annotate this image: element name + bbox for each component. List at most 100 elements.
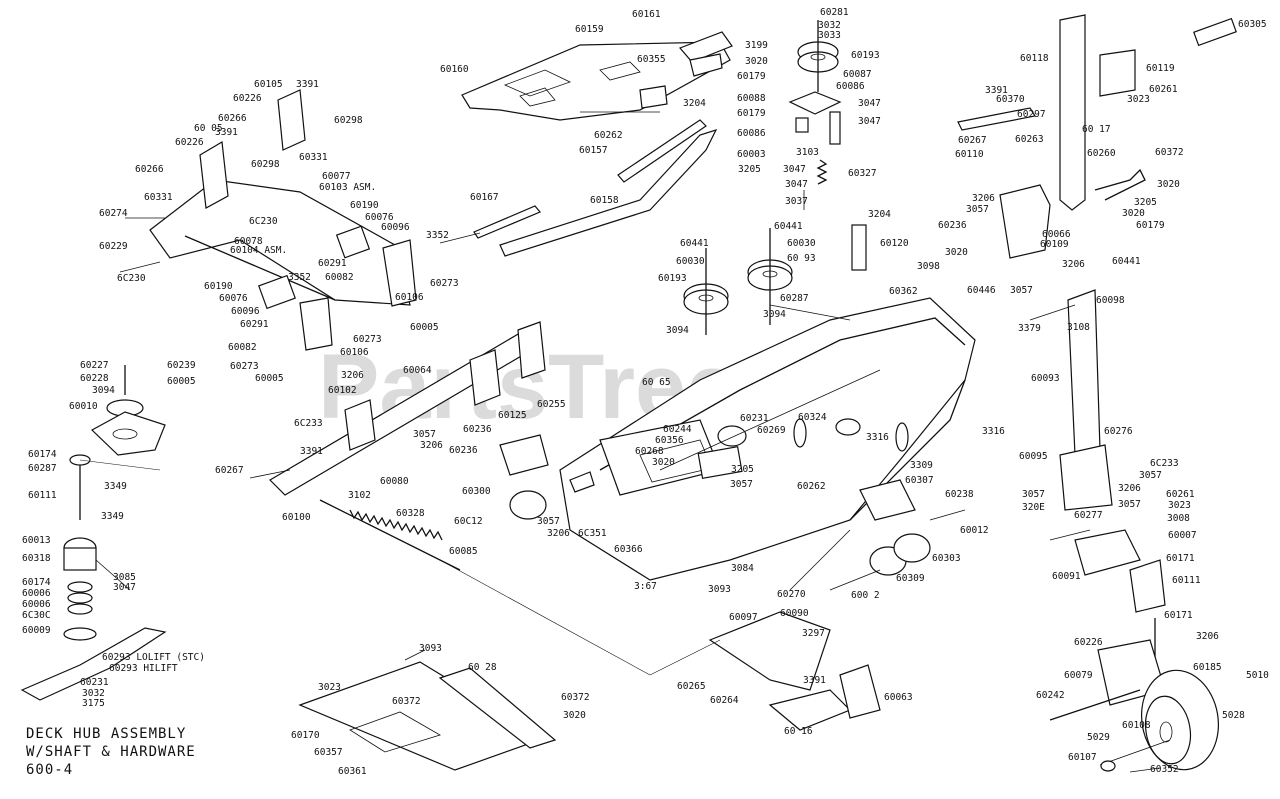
- part-callout-c229: 60170: [291, 730, 320, 741]
- part-callout-c048: 3206: [341, 370, 364, 381]
- part-callout-c161: 60174: [22, 577, 51, 588]
- part-callout-c218: 60265: [677, 681, 706, 692]
- part-callout-c228: 3020: [563, 710, 586, 721]
- part-callout-c205: 60262: [797, 481, 826, 492]
- caption-line1: DECK HUB ASSEMBLY: [26, 726, 186, 742]
- part-callout-c042: 60005: [410, 322, 439, 333]
- part-callout-c094: 60267: [958, 135, 987, 146]
- part-callout-c093: 60 17: [1082, 124, 1111, 135]
- part-callout-c147: 60227: [80, 360, 109, 371]
- part-callout-c204: 3057: [730, 479, 753, 490]
- part-callout-c097: 60260: [1087, 148, 1116, 159]
- part-callout-c143: 60108: [1122, 720, 1151, 731]
- caption-line3: 600-4: [26, 762, 73, 778]
- part-callout-c053: 3032: [818, 20, 841, 31]
- part-callout-c225: 3023: [318, 682, 341, 693]
- skid-plate-assembly: [298, 649, 557, 771]
- part-callout-c160: 3085: [113, 572, 136, 583]
- part-callout-c191: 60366: [614, 544, 643, 555]
- part-callout-c193: 3:67: [634, 581, 657, 592]
- part-callout-c107: 60109: [1040, 239, 1069, 250]
- part-callout-c090: 60370: [996, 94, 1025, 105]
- part-callout-c231: 60361: [338, 766, 367, 777]
- part-callout-c108: 3020: [945, 247, 968, 258]
- part-callout-c145: 60107: [1068, 752, 1097, 763]
- part-callout-c230: 60357: [314, 747, 343, 758]
- part-callout-c063: 60179: [737, 108, 766, 119]
- part-callout-c203: 3205: [731, 464, 754, 475]
- part-callout-c197: 60356: [655, 435, 684, 446]
- part-callout-c098: 60372: [1155, 147, 1184, 158]
- part-callout-c083: 3094: [666, 325, 689, 336]
- part-callout-c173: 3391: [300, 446, 323, 457]
- part-callout-c020: 60266: [135, 164, 164, 175]
- part-callout-c227: 60372: [561, 692, 590, 703]
- part-callout-c216: 60090: [780, 608, 809, 619]
- part-callout-c082: 3094: [763, 309, 786, 320]
- part-callout-c169: 60231: [80, 677, 109, 688]
- part-callout-c066: 3103: [796, 147, 819, 158]
- part-callout-c036: 60082: [325, 272, 354, 283]
- part-callout-c217: 3297: [802, 628, 825, 639]
- caption-line2: W/SHAFT & HARDWARE: [26, 744, 196, 760]
- part-callout-c023: 60331: [144, 192, 173, 203]
- part-callout-c221: 60063: [884, 692, 913, 703]
- part-callout-c050: 60064: [403, 365, 432, 376]
- part-callout-c046: 60106: [340, 347, 369, 358]
- part-callout-c185: 60236: [449, 445, 478, 456]
- part-callout-c091: 3023: [1127, 94, 1150, 105]
- part-callout-c054: 3033: [818, 30, 841, 41]
- part-callout-c018: 60331: [299, 152, 328, 163]
- gauge-wheel-assembly: [1049, 618, 1220, 773]
- part-callout-c010: 60105: [254, 79, 283, 90]
- part-callout-c131: 60007: [1168, 530, 1197, 541]
- part-callout-c120: 60095: [1019, 451, 1048, 462]
- part-callout-c177: 60080: [380, 476, 409, 487]
- part-callout-c151: 3094: [92, 385, 115, 396]
- part-callout-c206: 3309: [910, 460, 933, 471]
- part-callout-c136: 3206: [1196, 631, 1219, 642]
- part-callout-c080: 60193: [658, 273, 687, 284]
- part-callout-c028: 60096: [381, 222, 410, 233]
- part-callout-c055: 3199: [745, 40, 768, 51]
- part-callout-c144: 5029: [1087, 732, 1110, 743]
- part-callout-c092: 60297: [1017, 109, 1046, 120]
- part-callout-c223: 3093: [419, 643, 442, 654]
- part-callout-c186: 60300: [462, 486, 491, 497]
- part-callout-c086: 60118: [1020, 53, 1049, 64]
- part-callout-c076: 60030: [787, 238, 816, 249]
- part-callout-c012: 60226: [233, 93, 262, 104]
- part-callout-c101: 3205: [1134, 197, 1157, 208]
- part-callout-c049: 60005: [255, 373, 284, 384]
- part-callout-c095: 60263: [1015, 134, 1044, 145]
- part-callout-c078: 60030: [676, 256, 705, 267]
- part-callout-c103: 3020: [1122, 208, 1145, 219]
- part-callout-c190: 6C351: [578, 528, 607, 539]
- part-callout-c072: 3037: [785, 196, 808, 207]
- part-callout-c133: 60091: [1052, 571, 1081, 582]
- part-callout-c224: 60 28: [468, 662, 497, 673]
- spindle-pulley-stack: [788, 20, 842, 210]
- part-callout-c073: 60441: [774, 221, 803, 232]
- part-callout-c123: 3206: [1118, 483, 1141, 494]
- part-callout-c124: 3057: [1022, 489, 1045, 500]
- part-callout-c175: 3206: [420, 440, 443, 451]
- part-callout-c156: 60111: [28, 490, 57, 501]
- part-callout-c074: 3204: [868, 209, 891, 220]
- part-callout-c142: 60242: [1036, 690, 1065, 701]
- part-callout-c017: 60226: [175, 137, 204, 148]
- mower-deck-housing: [559, 297, 976, 581]
- part-callout-c162: 3047: [113, 582, 136, 593]
- part-callout-c128: 3023: [1168, 500, 1191, 511]
- part-callout-c016: 3391: [215, 127, 238, 138]
- part-callout-c059: 60179: [737, 71, 766, 82]
- part-callout-c181: 60085: [449, 546, 478, 557]
- part-callout-c111: 3098: [917, 261, 940, 272]
- part-callout-c214: 600 2: [851, 590, 880, 601]
- part-callout-c179: 3102: [348, 490, 371, 501]
- part-callout-c170: 3032: [82, 688, 105, 699]
- part-callout-c013: 60298: [334, 115, 363, 126]
- part-callout-c200: 60269: [757, 425, 786, 436]
- part-callout-c171: 3175: [82, 698, 105, 709]
